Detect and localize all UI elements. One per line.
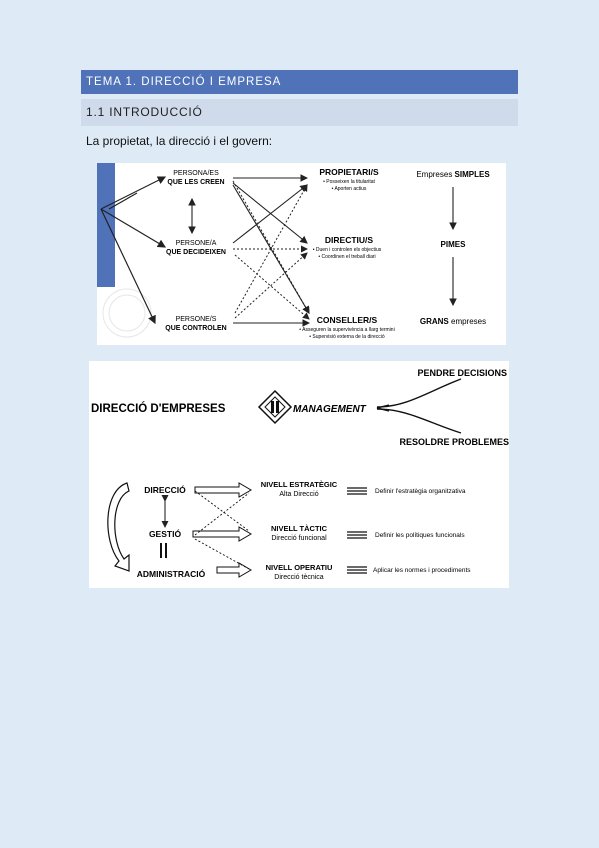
level-3-name: NIVELL OPERATIU: [266, 563, 333, 572]
curved-arrow: [107, 482, 130, 572]
management-label: MANAGEMENT: [293, 404, 367, 415]
subsection-title-bar: 1.1 INTRODUCCIÓ: [81, 99, 518, 126]
level-left-3: ADMINISTRACIÓ: [137, 568, 206, 579]
fan-arrow: [100, 176, 167, 210]
ownership-diagram: PERSONA/ES QUE LES CREEN PERSONE/A QUE D…: [97, 163, 506, 345]
dotted-arrow: [232, 180, 310, 314]
accent-bar: [97, 163, 115, 287]
level-2-sub: Direcció funcional: [271, 535, 327, 542]
dotted-link: [194, 492, 250, 536]
right-node-3-title: CONSELLER/S: [317, 315, 378, 325]
right-node-2-sub2: • Coordinen el treball diari: [318, 254, 375, 260]
left-node-2-line2: QUE DECIDEIXEN: [166, 249, 226, 256]
intro-paragraph: La propietat, la direcció i el govern:: [86, 134, 273, 148]
management-diagram-svg: DIRECCIÓ D'EMPRESES MANAGEMENT PENDRE DE…: [91, 368, 509, 581]
parallel-bar: [165, 543, 167, 558]
left-node-3-line1: PERSONE/S: [176, 316, 217, 323]
fan-arrow: [100, 208, 156, 325]
left-node-1-line1: PERSONA/ES: [173, 170, 219, 177]
fan-arrow: [100, 208, 167, 248]
dotted-link: [194, 538, 250, 570]
left-node-3-line2: QUE CONTROLEN: [165, 325, 226, 332]
right-node-3-sub1: • Asseguren la supervivència a llarg ter…: [299, 327, 394, 333]
level-left-2: GESTIÓ: [149, 528, 182, 539]
parallel-bar: [160, 543, 162, 558]
company-type-simple: Empreses SIMPLES: [416, 170, 490, 179]
right-node-2-sub1: • Duen i controlen els objectius: [313, 247, 382, 253]
decision-fork: [376, 378, 462, 434]
right-node-1-sub1: • Posseixen la titularitat: [323, 179, 375, 185]
management-title: DIRECCIÓ D'EMPRESES: [91, 402, 226, 415]
hollow-arrows: [192, 482, 252, 578]
ownership-diagram-svg: PERSONA/ES QUE LES CREEN PERSONE/A QUE D…: [97, 163, 490, 340]
company-type-pimes: PIMES: [441, 240, 467, 249]
management-diamond-icon: [257, 389, 293, 425]
level-1-name: NIVELL ESTRATÈGIC: [261, 480, 338, 489]
left-node-2-line1: PERSONE/A: [176, 240, 217, 247]
level-1-sub: Alta Direcció: [279, 491, 318, 498]
company-type-grans: GRANS empreses: [420, 317, 486, 326]
dotted-arrow: [234, 252, 308, 319]
fork-top-label: PENDRE DECISIONS: [417, 368, 507, 378]
level-3-desc: Aplicar les normes i procediments: [373, 567, 471, 574]
subsection-title: 1.1 INTRODUCCIÓ: [86, 105, 203, 119]
level-left-1: DIRECCIÓ: [144, 484, 186, 495]
right-node-1-sub2: • Aporten actius: [332, 186, 367, 192]
management-diagram: DIRECCIÓ D'EMPRESES MANAGEMENT PENDRE DE…: [89, 361, 509, 588]
right-node-1-title: PROPIETARI/S: [319, 167, 379, 177]
dotted-arrow: [234, 184, 308, 314]
fork-bottom-label: RESOLDRE PROBLEMES: [399, 437, 509, 447]
level-2-name: NIVELL TÀCTIC: [271, 524, 328, 533]
solid-arrow: [232, 184, 308, 244]
section-title: TEMA 1. DIRECCIÓ I EMPRESA: [86, 76, 282, 88]
dotted-link: [194, 490, 250, 532]
level-2-desc: Definir les polítiques funcionals: [375, 532, 465, 539]
left-node-1-line2: QUE LES CREEN: [167, 179, 224, 186]
dotted-arrow: [234, 254, 310, 320]
watermark-seal: [102, 288, 152, 338]
level-1-desc: Definir l'estratègia organitzativa: [375, 488, 466, 495]
equals-signs: [347, 487, 367, 574]
right-node-3-sub2: • Supervisió externa de la direcció: [309, 334, 385, 340]
level-3-sub: Direcció tècnica: [274, 574, 324, 581]
right-node-2-title: DIRECTIU/S: [325, 235, 374, 245]
solid-arrow: [232, 182, 308, 244]
section-title-bar: TEMA 1. DIRECCIÓ I EMPRESA: [81, 70, 518, 94]
